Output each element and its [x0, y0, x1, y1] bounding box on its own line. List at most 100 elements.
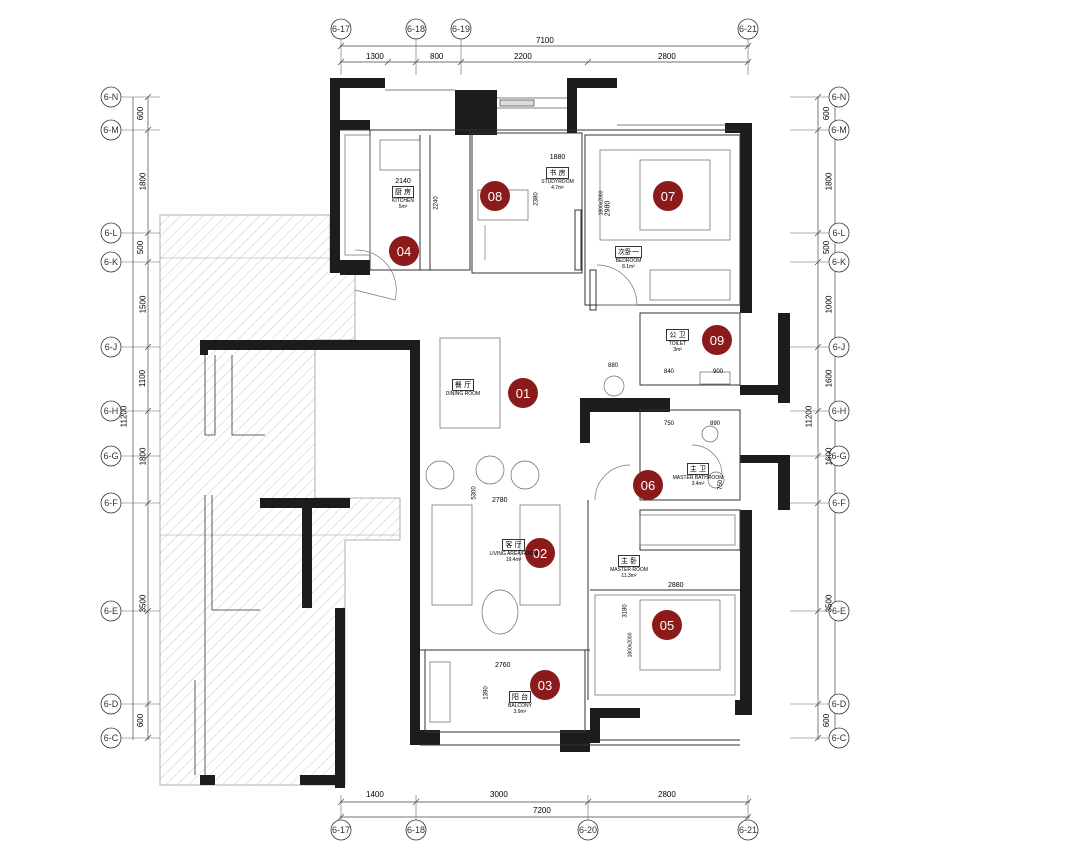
room-name-en: DINING ROOM: [445, 391, 481, 397]
dim-tick-top: [384, 58, 392, 66]
room-name-en: TOILET: [668, 341, 687, 347]
bed-size-label: 1800x2000: [598, 190, 605, 216]
room-name-en: STUDYROOM: [541, 179, 574, 185]
grid-axis-right: 6-K: [828, 251, 850, 273]
room-kitchen: 2140 厨 房 KITCHEN 5m²: [378, 178, 428, 210]
grid-axis-label: 6-19: [452, 24, 470, 34]
grid-axis-label: 6-D: [104, 699, 119, 709]
dim-kitchen-h: 2240: [433, 196, 440, 210]
room-marker-number: 02: [533, 546, 547, 561]
grid-axis-label: 6-17: [332, 24, 350, 34]
room-balcony-dim: 2760: [495, 662, 511, 669]
room-bedroom: 次卧一 BEDROOM 8.1m²: [606, 245, 651, 270]
room-name-en: MASTER BATHROOM: [672, 475, 724, 481]
grid-axis-left: 6-G: [100, 445, 122, 467]
grid-axis-label: 6-N: [832, 92, 847, 102]
dim-right-segment: 600: [822, 713, 832, 728]
room-marker-number: 03: [538, 678, 552, 693]
room-living-dim: 2780: [492, 497, 508, 504]
room-study: 1880 书 房 STUDYROOM 4.7m²: [530, 154, 585, 191]
dim-left-segment: 500: [136, 240, 146, 254]
furniture: [344, 134, 736, 723]
room-master-dim: 2880: [668, 582, 684, 589]
room-name-cn: 厨 房: [391, 186, 415, 198]
dim-bottom-total: 7200: [533, 806, 551, 815]
room-name-cn: 主 卧: [617, 555, 641, 567]
grid-axis-right: 6-N: [828, 86, 850, 108]
grid-axis-label: 6-F: [104, 498, 118, 508]
room-name-en: LIVING AREA/ROOM: [489, 551, 538, 557]
partitions: [340, 129, 741, 746]
dim-bath-h: 750: [718, 479, 725, 491]
room-name-cn: 餐 厅: [451, 379, 475, 391]
grid-axis-right: 6-C: [828, 727, 850, 749]
dim-toilet-w2: 840: [664, 369, 675, 375]
grid-axis-left: 6-C: [100, 727, 122, 749]
room-marker-circle: [530, 670, 560, 700]
dim-top-total: 7100: [536, 36, 554, 45]
dim-left-segment: 1100: [138, 369, 148, 388]
grid-axis-label: 6-21: [739, 825, 757, 835]
grid-axis-bottom: 6-21: [737, 819, 759, 841]
dim-tick-top: [584, 58, 592, 66]
dim-left-segment: 600: [136, 106, 146, 120]
dim-right-total: 11200: [804, 405, 814, 428]
dim-right-segment: 1600: [824, 447, 834, 466]
room-marker-number: 09: [710, 333, 724, 348]
room-marker-circle: [652, 610, 682, 640]
grid-axis-label: 6-L: [832, 228, 845, 238]
grid-axis-label: 6-H: [832, 406, 847, 416]
room-area: 5m²: [398, 204, 408, 210]
dim-right-segment: 500: [822, 240, 832, 254]
grid-axis-label: 6-E: [104, 606, 118, 616]
room-area: 3m²: [673, 347, 682, 353]
grid-axis-label: 6-N: [104, 92, 119, 102]
grid-axis-label: 6-F: [832, 498, 846, 508]
grid-axis-label: 6-D: [832, 699, 847, 709]
grid-axis-left: 6-N: [100, 86, 122, 108]
room-marker: 02: [525, 538, 555, 568]
grid-axis-right: 6-D: [828, 693, 850, 715]
grid-axis-left: 6-H: [100, 400, 122, 422]
room-marker: 03: [530, 670, 560, 700]
grid-axis-label: 6-J: [105, 342, 118, 352]
room-marker-number: 08: [488, 189, 502, 204]
grid-axis-label: 6-C: [832, 733, 847, 743]
grid-axis-right: 6-G: [828, 445, 850, 467]
room-name-en: MASTER ROOM: [610, 567, 648, 573]
grid-axis-left: 6-L: [100, 222, 122, 244]
grid-axis-label: 6-20: [579, 825, 597, 835]
room-master-bath: 主 卫 MASTER BATHROOM 3.4m²: [668, 462, 728, 487]
room-balcony: 阳 台 BALCONY 3.9m²: [500, 690, 540, 715]
room-area: 3.4m²: [691, 481, 705, 487]
room-dim: 2140: [395, 178, 411, 185]
room-bedroom-dim: 2980: [604, 200, 612, 217]
room-marker: 08: [480, 181, 510, 211]
grid-axis-label: 6-M: [103, 125, 119, 135]
dim-bottom-3: 2800: [658, 790, 676, 799]
room-marker-circle: [389, 236, 419, 266]
dim-study-h: 2380: [533, 192, 540, 206]
dim-left-total: 11200: [119, 405, 129, 428]
room-marker: 05: [652, 610, 682, 640]
room-name-cn: 书 房: [546, 167, 569, 179]
room-marker-number: 01: [516, 386, 530, 401]
dim-left-segment: 600: [136, 713, 146, 728]
room-name-en: BALCONY: [508, 703, 532, 709]
grid-axis-left: 6-J: [100, 336, 122, 358]
room-area: 19.4m²: [505, 557, 522, 563]
dim-bottom-2: 3000: [490, 790, 508, 799]
dim-left-segment: 1800: [138, 447, 148, 466]
dim-right-segment: 3500: [824, 594, 834, 612]
grid-axis-label: 6-J: [833, 342, 846, 352]
grid-axis-top: 6-17: [330, 18, 352, 40]
room-name-en: BEDROOM: [615, 258, 642, 264]
room-master: 主 卧 MASTER ROOM 11.3m²: [604, 554, 654, 579]
neighbor-thin-lines: [194, 355, 265, 775]
dim-master-h: 3180: [622, 604, 629, 618]
grid-axis-right: 6-J: [828, 336, 850, 358]
